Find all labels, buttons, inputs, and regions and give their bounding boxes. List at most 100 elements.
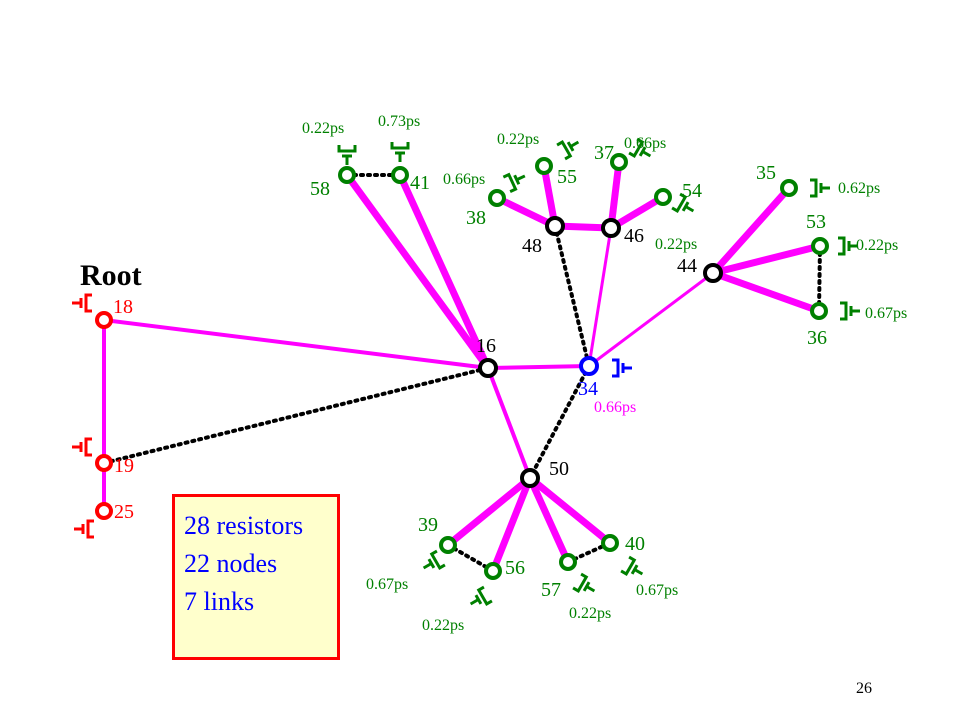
node-label: 40	[625, 533, 645, 555]
stats-resistors: 28 resistors	[184, 511, 304, 540]
wire-50-57	[526, 476, 572, 564]
wire-46-37	[607, 161, 623, 229]
node-16	[478, 358, 498, 378]
wire-44-53	[712, 242, 821, 277]
node-label: 48	[522, 235, 542, 257]
node-label: 50	[549, 458, 569, 480]
node-label: 56	[505, 557, 525, 579]
capacitance-label: 0.73ps	[378, 113, 420, 130]
node-label: 36	[807, 327, 827, 349]
capacitance-label: 0.66ps	[594, 399, 636, 416]
transistor-icon	[72, 519, 96, 539]
transistor-icon	[571, 572, 600, 600]
link-34-50	[528, 364, 591, 480]
node-56	[484, 562, 502, 580]
capacitance-label: 0.22ps	[856, 237, 898, 254]
wire-48-55	[540, 165, 559, 227]
node-39	[439, 536, 457, 554]
wire-16-50	[486, 367, 532, 479]
wire-44-35	[710, 185, 792, 276]
capacitance-label: 0.62ps	[838, 180, 880, 197]
capacitance-label: 0.22ps	[422, 617, 464, 634]
transistor-icon	[619, 555, 648, 583]
node-label: 58	[310, 178, 330, 200]
node-37	[610, 153, 628, 171]
transistor-icon	[808, 178, 832, 198]
wire-48-38	[495, 194, 557, 230]
node-53	[811, 237, 829, 255]
transistor-icon	[70, 437, 94, 457]
transistor-icon	[610, 358, 634, 378]
wire-18-16	[103, 318, 489, 370]
node-label: 39	[418, 514, 438, 536]
wire-44-36	[711, 269, 821, 315]
transistor-icon	[838, 301, 862, 321]
capacitance-label-layer: 0.22ps 0.73ps 0.22ps 0.66ps 0.66ps 0.22p…	[302, 113, 907, 634]
link-48-34	[553, 224, 591, 368]
node-41	[391, 166, 409, 184]
wire-16-41	[396, 173, 492, 370]
node-36	[810, 302, 828, 320]
node-label-layer: 18 19 25 16 34 44 46 48 50 35 36 37 38 3…	[113, 142, 827, 601]
link-19-16	[102, 366, 490, 465]
wire-16-34	[487, 364, 590, 370]
stats-nodes: 22 nodes	[184, 549, 278, 578]
wire-34-44	[588, 271, 714, 368]
transistor-icon	[418, 549, 447, 577]
wire-layer	[102, 161, 821, 573]
node-50	[520, 468, 540, 488]
transistor-icon	[501, 167, 530, 194]
transistor-icon	[70, 293, 94, 313]
node-54	[654, 188, 672, 206]
wire-50-56	[489, 476, 534, 573]
diagram-title: Root	[80, 259, 142, 292]
page-number: 26	[856, 680, 872, 697]
capacitance-label: 0.67ps	[865, 305, 907, 322]
wire-34-46	[587, 227, 613, 367]
node-label: 54	[682, 180, 702, 202]
node-label: 44	[677, 255, 697, 277]
node-40	[601, 534, 619, 552]
node-label: 18	[113, 296, 133, 318]
node-35	[780, 179, 798, 197]
node-18	[95, 311, 113, 329]
capacitance-label: 0.67ps	[366, 576, 408, 593]
link-53-36	[817, 244, 822, 313]
capacitance-label: 0.22ps	[497, 131, 539, 148]
node-46	[601, 218, 621, 238]
node-label: 41	[410, 172, 430, 194]
capacitance-label: 0.66ps	[443, 171, 485, 188]
node-label: 34	[578, 378, 598, 400]
node-34	[579, 356, 599, 376]
node-label: 19	[114, 455, 134, 477]
node-55	[535, 157, 553, 175]
capacitance-label: 0.22ps	[569, 605, 611, 622]
node-layer	[95, 153, 829, 580]
node-44	[703, 263, 723, 283]
transistor-icon	[836, 236, 860, 256]
node-label: 25	[114, 501, 134, 523]
transistor-icon	[465, 585, 494, 613]
capacitance-label: 0.67ps	[636, 582, 678, 599]
node-label: 57	[541, 579, 561, 601]
wire-50-40	[527, 475, 613, 546]
wire-46-54	[609, 193, 665, 232]
wire-16-58	[344, 172, 491, 371]
node-19	[95, 454, 113, 472]
node-38	[488, 189, 506, 207]
stats-box: 28 resistors 22 nodes 7 links	[172, 494, 340, 660]
wire-50-39	[445, 475, 533, 548]
capacitance-label: 0.66ps	[624, 135, 666, 152]
node-58	[338, 166, 356, 184]
transistor-icon	[555, 133, 584, 161]
node-48	[545, 216, 565, 236]
stats-links: 7 links	[184, 587, 255, 616]
transistor-icon	[390, 140, 410, 164]
capacitance-label: 0.22ps	[302, 120, 344, 137]
node-57	[559, 553, 577, 571]
transistor-icon	[337, 143, 357, 167]
node-label: 37	[594, 142, 614, 164]
node-label: 55	[557, 166, 577, 188]
node-label: 38	[466, 207, 486, 229]
